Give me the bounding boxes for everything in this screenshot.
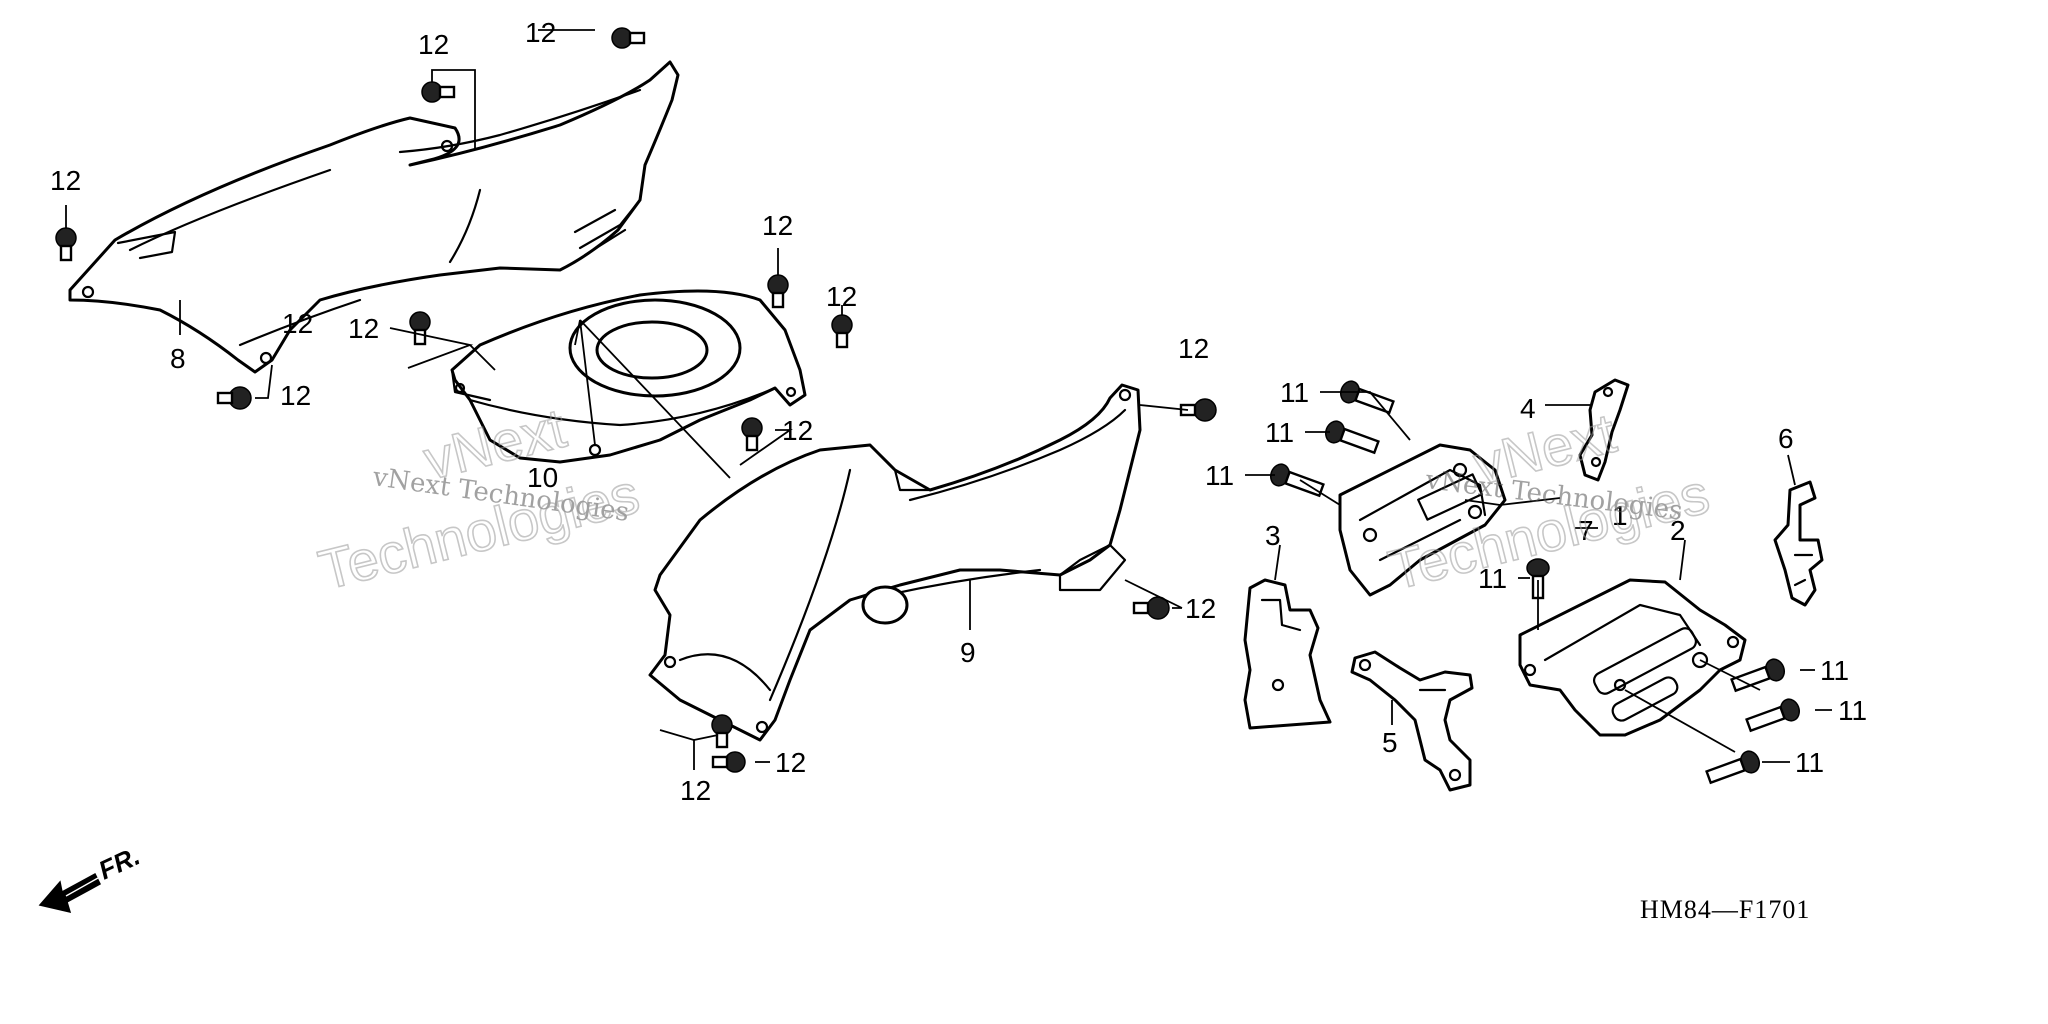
callout-11: 11 — [1838, 695, 1867, 726]
leader-lines — [65, 29, 1832, 770]
callouts: 8 9 10 1 2 3 4 5 6 7 12 12 12 12 12 12 1… — [50, 17, 1867, 806]
callout-11: 11 — [1820, 655, 1849, 686]
callout-2: 2 — [1670, 515, 1686, 546]
callout-4: 4 — [1520, 393, 1536, 424]
callout-1: 1 — [1612, 500, 1628, 531]
callout-12: 12 — [418, 29, 449, 60]
callout-3: 3 — [1265, 520, 1281, 551]
part-6-wire-clip — [1773, 480, 1824, 607]
part-5-stay-bracket — [1350, 650, 1474, 792]
part-2-lower-box — [1518, 578, 1747, 737]
callout-12: 12 — [525, 17, 556, 48]
callout-12: 12 — [775, 747, 806, 778]
callout-12: 12 — [348, 313, 379, 344]
fasteners-12-clips — [55, 27, 1217, 773]
callout-10: 10 — [527, 462, 558, 493]
part-3-bracket — [1243, 578, 1332, 730]
front-direction-arrow: FR. — [38, 841, 145, 914]
callout-12: 12 — [826, 281, 857, 312]
callout-11: 11 — [1265, 417, 1294, 448]
callout-8: 8 — [170, 343, 186, 374]
callout-12: 12 — [1178, 333, 1209, 364]
callout-12: 12 — [762, 210, 793, 241]
callout-12: 12 — [282, 308, 313, 339]
callout-12: 12 — [680, 775, 711, 806]
fasteners-11-screws — [1269, 380, 1801, 785]
fr-label: FR. — [94, 841, 145, 886]
callout-11: 11 — [1795, 747, 1824, 778]
part-1-upper-box — [1338, 443, 1507, 597]
part-10-center-cover — [450, 289, 807, 464]
callout-12: 12 — [782, 415, 813, 446]
callout-9: 9 — [960, 637, 976, 668]
callout-12: 12 — [50, 165, 81, 196]
callout-12: 12 — [280, 380, 311, 411]
callout-12: 12 — [1185, 593, 1216, 624]
callout-6: 6 — [1778, 423, 1794, 454]
callout-11: 11 — [1205, 460, 1234, 491]
callout-7: 7 — [1578, 515, 1594, 546]
part-9-right-side-cover — [648, 383, 1142, 742]
drawing-code: HM84—F1701 — [1640, 895, 1810, 924]
part-4-small-bracket — [1578, 378, 1630, 482]
callout-5: 5 — [1382, 727, 1398, 758]
callout-11: 11 — [1478, 563, 1507, 594]
callout-11: 11 — [1280, 377, 1309, 408]
part-8-left-side-cover — [68, 60, 680, 374]
